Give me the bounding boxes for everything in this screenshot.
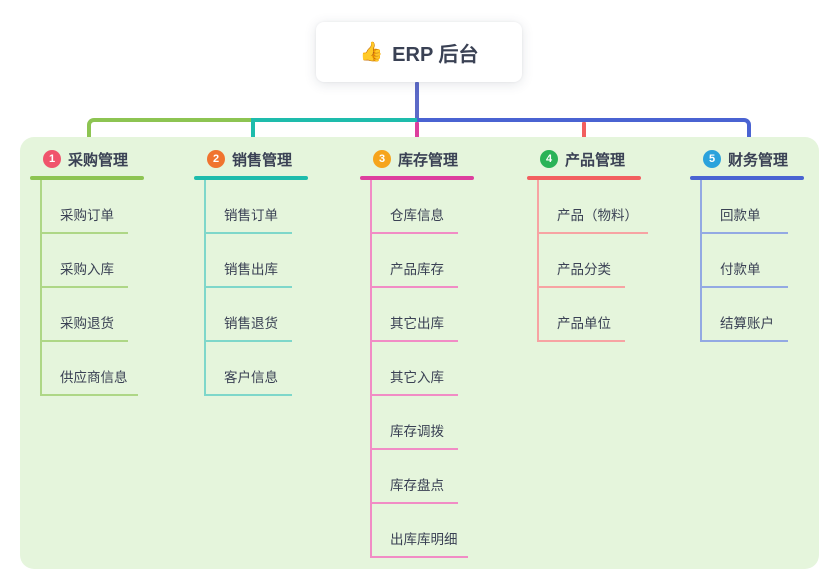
- child-label: 付款单: [720, 262, 761, 277]
- child-node[interactable]: 库存调拨: [372, 396, 458, 450]
- child-node[interactable]: 采购退货: [42, 288, 128, 342]
- child-node[interactable]: 销售退货: [206, 288, 292, 342]
- child-node[interactable]: 采购订单: [42, 180, 128, 234]
- branch-node[interactable]: 3 库存管理: [360, 148, 500, 170]
- branch-number-badge: 3: [373, 150, 391, 168]
- branch-underline: [527, 176, 641, 180]
- root-node[interactable]: 👍 ERP 后台: [316, 22, 522, 82]
- branch-children: 采购订单 采购入库 采购退货 供应商信息: [40, 180, 138, 396]
- branch-column: 2 销售管理 销售订单 销售出库 销售退货 客户信息: [194, 148, 334, 396]
- bus-segment-purchase: [87, 118, 251, 150]
- child-label: 产品分类: [557, 262, 611, 277]
- branch-children: 产品（物料） 产品分类 产品单位: [537, 180, 648, 342]
- child-label: 产品库存: [390, 262, 444, 277]
- child-node[interactable]: 仓库信息: [372, 180, 458, 234]
- child-node[interactable]: 回款单: [702, 180, 788, 234]
- child-label: 其它出库: [390, 316, 444, 331]
- child-label: 出库库明细: [390, 532, 458, 547]
- branch-number-badge: 2: [207, 150, 225, 168]
- child-node[interactable]: 结算账户: [702, 288, 788, 342]
- branch-label: 库存管理: [398, 151, 459, 169]
- child-node[interactable]: 销售订单: [206, 180, 292, 234]
- child-label: 采购入库: [60, 262, 114, 277]
- branch-column: 3 库存管理 仓库信息 产品库存 其它出库 其它入库 库存调拨 库存盘点 出库库…: [360, 148, 500, 558]
- drop-line-inventory: [415, 122, 419, 150]
- branches-panel: [20, 137, 819, 569]
- branch-column: 1 采购管理 采购订单 采购入库 采购退货 供应商信息: [30, 148, 170, 396]
- child-node[interactable]: 其它入库: [372, 342, 458, 396]
- branch-underline: [194, 176, 308, 180]
- branch-node[interactable]: 2 销售管理: [194, 148, 334, 170]
- branch-node[interactable]: 5 财务管理: [690, 148, 830, 170]
- branch-number-badge: 4: [540, 150, 558, 168]
- child-label: 库存盘点: [390, 478, 444, 493]
- bus-segment-sales: [251, 118, 417, 150]
- branch-children: 回款单 付款单 结算账户: [700, 180, 788, 342]
- child-label: 销售订单: [224, 208, 278, 223]
- drop-line-product: [582, 122, 586, 150]
- branch-label: 采购管理: [68, 151, 129, 169]
- branch-node[interactable]: 4 产品管理: [527, 148, 667, 170]
- child-node[interactable]: 产品分类: [539, 234, 625, 288]
- child-node[interactable]: 客户信息: [206, 342, 292, 396]
- child-label: 销售出库: [224, 262, 278, 277]
- child-label: 销售退货: [224, 316, 278, 331]
- root-connector-line: [415, 82, 419, 120]
- child-node[interactable]: 产品库存: [372, 234, 458, 288]
- child-label: 供应商信息: [60, 370, 128, 385]
- child-node[interactable]: 出库库明细: [372, 504, 468, 558]
- branch-underline: [690, 176, 804, 180]
- child-label: 仓库信息: [390, 208, 444, 223]
- child-label: 采购退货: [60, 316, 114, 331]
- branch-column: 5 财务管理 回款单 付款单 结算账户: [690, 148, 830, 342]
- branch-children: 销售订单 销售出库 销售退货 客户信息: [204, 180, 292, 396]
- branch-children: 仓库信息 产品库存 其它出库 其它入库 库存调拨 库存盘点 出库库明细: [370, 180, 468, 558]
- branch-underline: [30, 176, 144, 180]
- branch-number-badge: 1: [43, 150, 61, 168]
- child-label: 产品单位: [557, 316, 611, 331]
- bus-segment-finance: [417, 118, 751, 150]
- child-node[interactable]: 库存盘点: [372, 450, 458, 504]
- branch-underline: [360, 176, 474, 180]
- thumbs-up-icon: 👍: [359, 42, 384, 63]
- child-node[interactable]: 付款单: [702, 234, 788, 288]
- child-label: 采购订单: [60, 208, 114, 223]
- child-node[interactable]: 产品单位: [539, 288, 625, 342]
- branch-label: 财务管理: [728, 151, 789, 169]
- branch-node[interactable]: 1 采购管理: [30, 148, 170, 170]
- child-node[interactable]: 产品（物料）: [539, 180, 648, 234]
- branch-column: 4 产品管理 产品（物料） 产品分类 产品单位: [527, 148, 667, 342]
- child-label: 其它入库: [390, 370, 444, 385]
- child-label: 库存调拨: [390, 424, 444, 439]
- child-label: 产品（物料）: [557, 208, 638, 223]
- branch-label: 产品管理: [565, 151, 626, 169]
- child-label: 结算账户: [720, 316, 774, 331]
- child-label: 客户信息: [224, 370, 278, 385]
- child-node[interactable]: 其它出库: [372, 288, 458, 342]
- child-node[interactable]: 销售出库: [206, 234, 292, 288]
- branch-label: 销售管理: [232, 151, 293, 169]
- child-node[interactable]: 供应商信息: [42, 342, 138, 396]
- branch-number-badge: 5: [703, 150, 721, 168]
- root-title: ERP 后台: [392, 43, 479, 66]
- child-node[interactable]: 采购入库: [42, 234, 128, 288]
- child-label: 回款单: [720, 208, 761, 223]
